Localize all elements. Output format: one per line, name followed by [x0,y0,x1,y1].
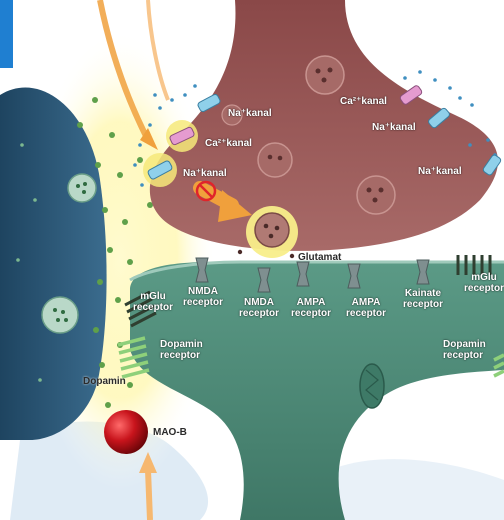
label-dopamin: Dopamin [83,376,126,387]
label-nmda-receptor-1: NMDA receptor [183,286,223,308]
label-na-kanal-4: Na⁺kanal [418,166,462,177]
label-mglu-receptor-right: mGlu receptor [464,272,504,294]
label-na-kanal-3: Na⁺kanal [372,122,416,133]
label-dopamin-receptor-right: Dopamin receptor [443,339,486,361]
mao-b-enzyme [104,410,148,454]
label-kainate-receptor: Kainate receptor [403,288,443,310]
label-na-kanal-2: Na⁺kanal [183,168,227,179]
label-mglu-receptor-left: mGlu receptor [133,291,173,313]
label-ampa-receptor-2: AMPA receptor [346,297,386,319]
label-mao-b: MAO-B [153,427,187,438]
label-ampa-receptor-1: AMPA receptor [291,297,331,319]
mitochondrion [360,364,384,408]
label-dopamin-receptor-left: Dopamin receptor [160,339,203,361]
label-ca-kanal-1: Ca²⁺kanal [205,138,252,149]
label-nmda-receptor-2: NMDA receptor [239,297,279,319]
label-glutamat: Glutamat [298,252,341,263]
label-na-kanal-1: Na⁺kanal [228,108,272,119]
label-ca-kanal-2: Ca²⁺kanal [340,96,387,107]
bottom-arrow [148,470,150,520]
corner-tab [0,0,13,68]
